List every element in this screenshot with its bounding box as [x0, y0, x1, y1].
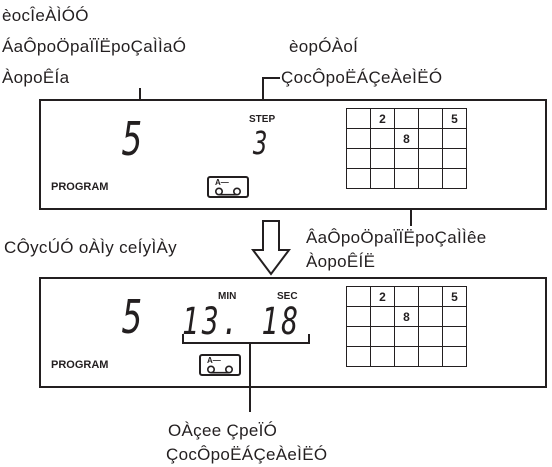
- grid-cell: [370, 128, 395, 149]
- program-indicator: PROGRAM: [51, 359, 109, 371]
- label-track-count-line3: ÀopoÊÍa: [2, 68, 70, 87]
- program-indicator: PROGRAM: [51, 181, 109, 193]
- grid-cell: [394, 148, 419, 169]
- grid-cell: [418, 168, 443, 189]
- grid-cell: [418, 108, 443, 129]
- label-step-line2: ÇocÔpoËÁÇeÀeÌËÓ: [281, 68, 443, 87]
- grid-row: 8: [346, 128, 467, 149]
- grid-cell: [394, 108, 419, 129]
- grid-cell: [346, 108, 371, 129]
- grid-cell: [370, 148, 395, 169]
- label-programmed-tracks-line1: ÂaÔpoÖpaÏÏËpoÇaÌÌêe: [306, 228, 487, 247]
- grid-cell: [442, 346, 467, 367]
- cassette-label: A—: [207, 356, 221, 365]
- label-programmed-tracks-line2: ÀopoÊÍË: [306, 252, 376, 271]
- cassette-indicator: A—: [199, 354, 241, 376]
- track-digit: 5: [122, 290, 143, 345]
- grid-cell: [442, 128, 467, 149]
- grid-cell: 8: [394, 306, 419, 327]
- label-press-button: CÔycÚÓ oÀÌy ceÍyÌÀy: [4, 238, 177, 257]
- grid-cell: [418, 128, 443, 149]
- grid-cell: [442, 326, 467, 347]
- grid-cell: [346, 128, 371, 149]
- step-label: STEP: [249, 114, 276, 125]
- grid-cell: [394, 346, 419, 367]
- bracket-time-left: [182, 334, 184, 343]
- grid-cell: [370, 326, 395, 347]
- grid-cell: [394, 286, 419, 307]
- bracket-time: [182, 342, 310, 344]
- grid-cell: [346, 306, 371, 327]
- min-label: MIN: [218, 291, 237, 302]
- cassette-icon: [206, 365, 233, 374]
- sec-label: SEC: [277, 291, 298, 302]
- grid-row: [346, 346, 467, 367]
- grid-cell: 5: [442, 286, 467, 307]
- leader-line-step-h: [262, 77, 280, 79]
- step-digit: 3: [253, 124, 268, 163]
- grid-cell: [346, 148, 371, 169]
- grid-cell: [418, 306, 443, 327]
- grid-cell: [394, 168, 419, 189]
- bracket-time-right: [308, 334, 310, 343]
- grid-cell: [370, 306, 395, 327]
- grid-cell: [442, 306, 467, 327]
- grid-row: 8: [346, 306, 467, 327]
- grid-cell: [418, 326, 443, 347]
- total-time-display: 13. 18: [182, 298, 302, 344]
- label-step-line1: èopÓÀoÍ: [289, 37, 359, 56]
- grid-row: [346, 326, 467, 347]
- grid-cell: [370, 168, 395, 189]
- grid-cell: [418, 148, 443, 169]
- track-digit: 5: [122, 112, 143, 167]
- grid-cell: 2: [370, 286, 395, 307]
- grid-cell: 2: [370, 108, 395, 129]
- grid-cell: 5: [442, 108, 467, 129]
- down-arrow-icon: [251, 220, 291, 276]
- grid-cell: [442, 168, 467, 189]
- grid-cell: [346, 168, 371, 189]
- grid-cell: [418, 346, 443, 367]
- grid-cell: [346, 346, 371, 367]
- grid-row: [346, 168, 467, 189]
- grid-cell: [346, 286, 371, 307]
- leader-line-track-count: [139, 88, 141, 104]
- cassette-icon: [214, 187, 241, 196]
- label-total-time-line1: OÀçee ÇpeÏÓ: [168, 421, 278, 440]
- grid-row: [346, 148, 467, 169]
- grid-cell: [442, 148, 467, 169]
- grid-cell: [370, 346, 395, 367]
- grid-cell: [346, 326, 371, 347]
- cassette-label: A—: [215, 178, 229, 187]
- leader-line-programmed-tracks: [410, 208, 412, 226]
- label-total-time-line2: ÇocÔpoËÁÇeÀeÌËÓ: [166, 445, 328, 464]
- leader-line-step-v: [262, 77, 264, 104]
- label-track-count-line1: èocÎeÀÌÓÓ: [2, 6, 89, 25]
- grid-cell: [418, 286, 443, 307]
- grid-cell: [394, 326, 419, 347]
- cassette-indicator: A—: [207, 176, 249, 198]
- leader-line-time: [249, 342, 251, 412]
- grid-cell: 8: [394, 128, 419, 149]
- label-track-count-line2: ÁaÔpoÖpaÏÏËpoÇaÌÌaÓ: [2, 37, 187, 56]
